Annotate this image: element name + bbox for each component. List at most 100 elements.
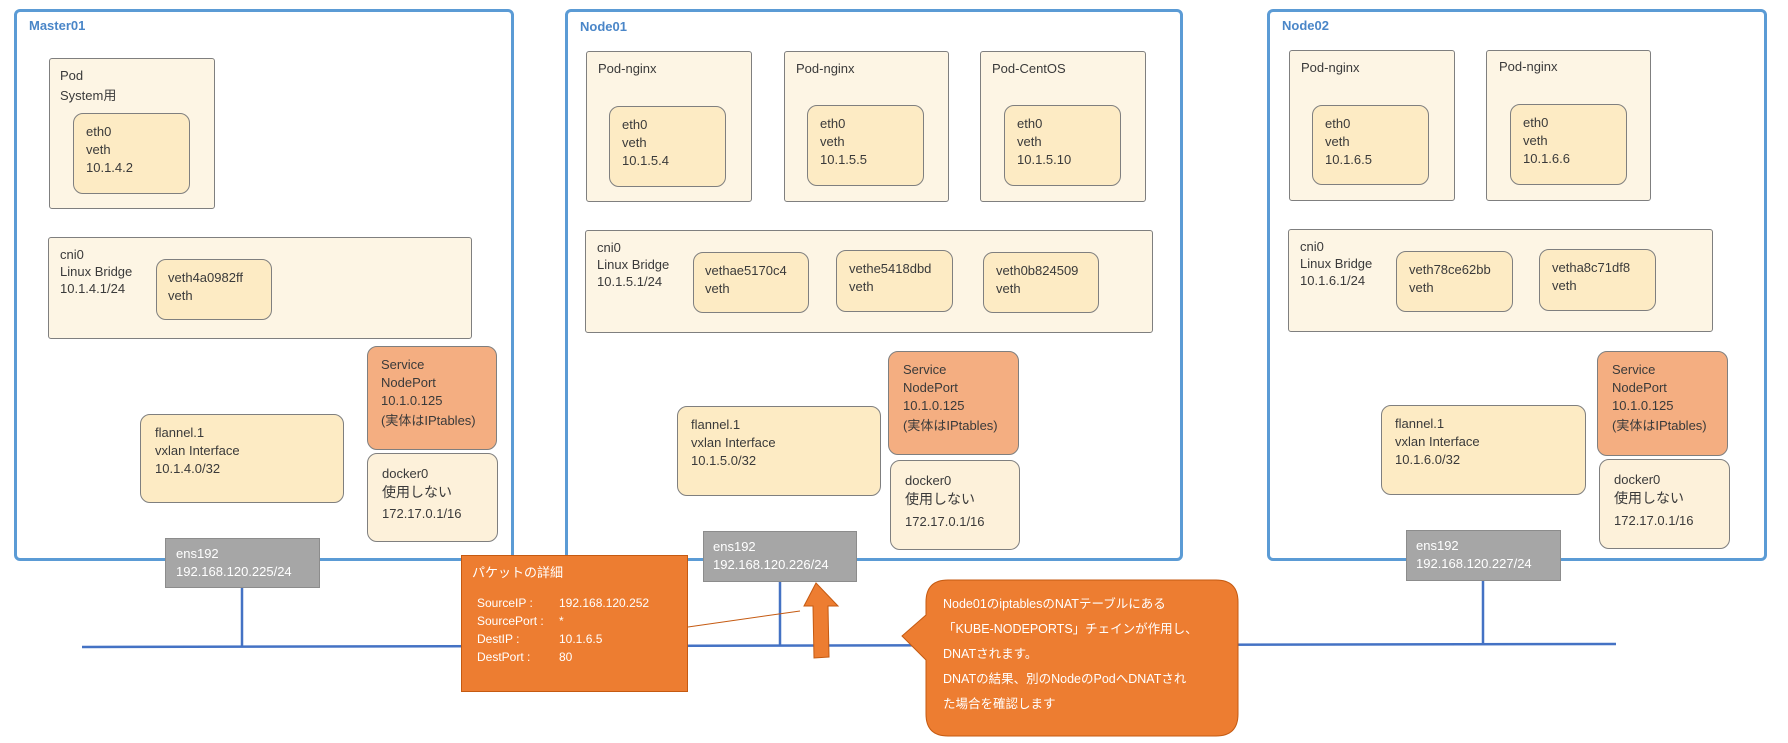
docker-status: 使用しない <box>905 491 975 507</box>
docker0-bridge: docker0 使用しない 172.17.0.1/16 <box>890 460 1020 550</box>
pod-name: Pod-CentOS <box>992 61 1066 76</box>
packet-field-label: DestPort : <box>477 650 531 664</box>
eth-type: veth <box>622 135 647 150</box>
veth-interface: veth78ce62bb veth <box>1396 251 1513 312</box>
eth-type: veth <box>86 142 111 157</box>
eth-ip: 10.1.6.5 <box>1325 152 1372 167</box>
flannel-interface: flannel.1 vxlan Interface 10.1.4.0/32 <box>140 414 344 503</box>
eth-type: veth <box>1017 134 1042 149</box>
pod-name: Pod-nginx <box>598 61 657 76</box>
eth-name: eth0 <box>1325 116 1351 131</box>
packet-details-box: パケットの詳細 SourceIP : 192.168.120.252 Sourc… <box>461 555 688 692</box>
veth-name: veth78ce62bb <box>1409 262 1491 277</box>
pod-eth0: eth0 veth 10.1.4.2 <box>73 113 190 194</box>
pod-eth0: eth0 veth 10.1.5.5 <box>807 105 924 186</box>
flannel-cidr: 10.1.6.0/32 <box>1395 452 1461 467</box>
service-label: Service <box>903 362 947 377</box>
eth-ip: 10.1.5.5 <box>820 152 867 167</box>
callout-bubble-shape <box>901 579 1239 737</box>
nic-name: ens192 <box>176 546 219 561</box>
nic-cidr: 192.168.120.225/24 <box>176 564 292 579</box>
packet-field-label: SourcePort : <box>477 614 544 628</box>
ens192-nic: ens192 192.168.120.225/24 <box>165 538 320 588</box>
service-label: Service <box>1612 362 1656 377</box>
node-title: Master01 <box>29 18 86 33</box>
node-title: Node02 <box>1282 18 1329 33</box>
pod-name: Pod <box>60 68 84 83</box>
flannel-name: flannel.1 <box>691 417 741 432</box>
pod-name: Pod-nginx <box>1499 59 1558 74</box>
network-bus <box>81 642 1617 649</box>
eth-name: eth0 <box>820 116 846 131</box>
node-title: Node01 <box>580 19 627 34</box>
veth-type: veth <box>168 288 193 303</box>
service-nodeport: Service NodePort 10.1.0.125 (実体はIPtables… <box>367 346 497 450</box>
pod-eth0: eth0 veth 10.1.6.6 <box>1510 104 1627 185</box>
veth-interface: vetha8c71df8 veth <box>1539 249 1656 311</box>
eth-type: veth <box>1325 134 1350 149</box>
bridge-type: Linux Bridge <box>60 264 133 279</box>
nic-cidr: 192.168.120.226/24 <box>713 557 829 572</box>
service-note: (実体はIPtables) <box>381 413 476 428</box>
packet-field-label: DestIP : <box>477 632 520 646</box>
flannel-name: flannel.1 <box>155 425 205 440</box>
docker-status: 使用しない <box>1614 490 1684 506</box>
packet-field-value: * <box>559 614 564 628</box>
flannel-type: vxlan Interface <box>155 443 240 458</box>
veth-type: veth <box>1409 280 1434 295</box>
veth-name: vethae5170c4 <box>705 263 787 278</box>
docker-name: docker0 <box>382 466 429 481</box>
veth-type: veth <box>849 279 874 294</box>
callout-line: DNATされます。 <box>943 647 1038 661</box>
eth-ip: 10.1.5.10 <box>1017 152 1072 167</box>
nic-cidr: 192.168.120.227/24 <box>1416 556 1532 571</box>
service-type: NodePort <box>1612 380 1667 395</box>
packet-field-value: 80 <box>559 650 573 664</box>
veth-type: veth <box>1552 278 1577 293</box>
veth-interface: veth4a0982ff veth <box>156 259 272 320</box>
pod-subtitle: System用 <box>60 88 117 103</box>
veth-name: veth0b824509 <box>996 263 1079 278</box>
callout-line: た場合を確認します <box>943 697 1056 711</box>
flannel-interface: flannel.1 vxlan Interface 10.1.5.0/32 <box>677 406 881 496</box>
veth-name: vetha8c71df8 <box>1552 260 1631 275</box>
callout-line: 「KUBE-NODEPORTS」チェインが作用し、 <box>943 622 1198 636</box>
bridge-name: cni0 <box>60 247 84 262</box>
docker-status: 使用しない <box>382 484 452 500</box>
service-type: NodePort <box>903 380 958 395</box>
callout-line: DNATの結果、別のNodeのPodへDNATされ <box>943 672 1187 686</box>
docker-cidr: 172.17.0.1/16 <box>382 506 462 521</box>
service-note: (実体はIPtables) <box>1612 418 1707 433</box>
service-label: Service <box>381 357 425 372</box>
docker-cidr: 172.17.0.1/16 <box>1614 513 1694 528</box>
eth-type: veth <box>1523 133 1548 148</box>
flannel-cidr: 10.1.5.0/32 <box>691 453 757 468</box>
eth-type: veth <box>820 134 845 149</box>
service-ip: 10.1.0.125 <box>1612 398 1674 413</box>
eth-name: eth0 <box>622 117 648 132</box>
veth-interface: veth0b824509 veth <box>983 252 1099 313</box>
eth-ip: 10.1.5.4 <box>622 153 669 168</box>
packet-field-value: 10.1.6.5 <box>559 632 603 646</box>
callout-line: Node01のiptablesのNATテーブルにある <box>943 597 1166 611</box>
pod-name: Pod-nginx <box>796 61 855 76</box>
ens192-nic: ens192 192.168.120.226/24 <box>703 531 857 582</box>
service-nodeport: Service NodePort 10.1.0.125 (実体はIPtables… <box>888 351 1019 455</box>
bridge-name: cni0 <box>1300 239 1324 254</box>
service-nodeport: Service NodePort 10.1.0.125 (実体はIPtables… <box>1597 351 1728 456</box>
packet-field-value: 192.168.120.252 <box>559 596 650 610</box>
pod-eth0: eth0 veth 10.1.5.4 <box>609 106 726 187</box>
docker-name: docker0 <box>1614 472 1661 487</box>
pod-eth0: eth0 veth 10.1.5.10 <box>1004 105 1121 186</box>
up-arrow-icon <box>803 582 840 659</box>
pod-eth0: eth0 veth 10.1.6.5 <box>1312 105 1429 185</box>
flannel-cidr: 10.1.4.0/32 <box>155 461 221 476</box>
packet-field-label: SourceIP : <box>477 596 533 610</box>
flannel-type: vxlan Interface <box>691 435 776 450</box>
bridge-type: Linux Bridge <box>1300 256 1373 271</box>
veth-type: veth <box>705 281 730 296</box>
service-ip: 10.1.0.125 <box>903 398 965 413</box>
docker0-bridge: docker0 使用しない 172.17.0.1/16 <box>367 453 498 542</box>
bridge-cidr: 10.1.4.1/24 <box>60 281 126 296</box>
docker-cidr: 172.17.0.1/16 <box>905 514 985 529</box>
